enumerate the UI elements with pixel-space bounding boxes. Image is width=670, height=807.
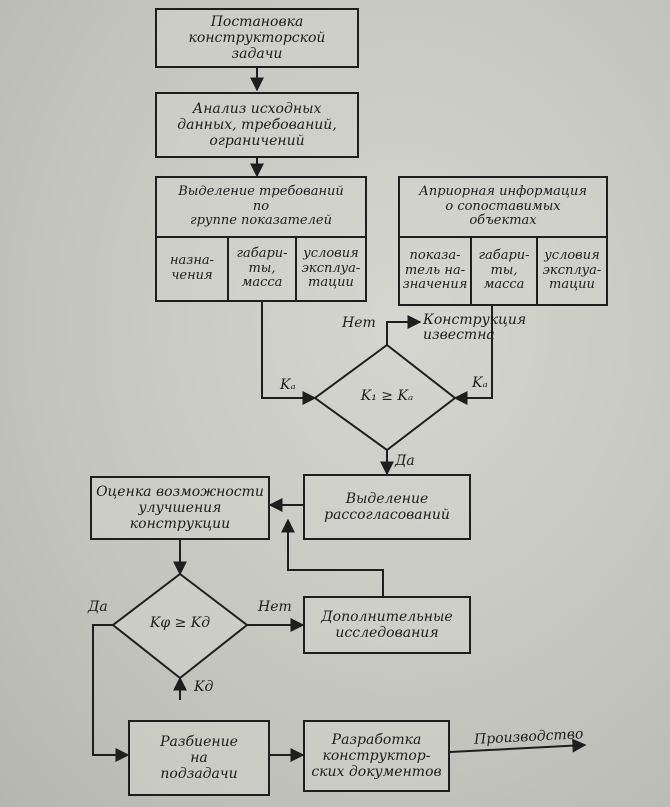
- diamond-1-text: K₁ ≥ Kₐ: [360, 388, 414, 404]
- documents-label: Разработка конструктор- ских документов: [311, 731, 442, 781]
- prior-info-box: Априорная информация о сопоставимых объе…: [398, 176, 608, 306]
- arrow-b7-b5: [281, 518, 384, 596]
- label-construction-known: Конструкция известна: [423, 312, 527, 344]
- improvement-assessment-label: Оценка возможности улучшения конструкции: [96, 483, 264, 533]
- extra-research-label: Дополнительные исследования: [321, 608, 453, 641]
- subtasks-box: Разбиение на подзадачи: [128, 720, 270, 796]
- analysis-label: Анализ исходных данных, требований, огра…: [177, 100, 337, 150]
- mismatch-label: Выделение рассогласований: [324, 490, 450, 523]
- improvement-assessment-box: Оценка возможности улучшения конструкции: [90, 476, 270, 540]
- label-no-2: Нет: [258, 599, 292, 615]
- subtasks-label: Разбиение на подзадачи: [160, 733, 238, 783]
- requirements-cell-purpose: назна- чения: [157, 238, 229, 300]
- extra-research-box: Дополнительные исследования: [303, 596, 471, 654]
- label-yes-2: Да: [88, 599, 108, 615]
- prior-info-cell-conditions: условия эксплуа- тации: [542, 247, 602, 293]
- label-kd: Kд: [194, 679, 214, 695]
- diamond-2-text: Kφ ≥ Kд: [149, 615, 211, 631]
- label-yes-1: Да: [395, 453, 415, 469]
- task-statement-box: Постановка конструкторской задачи: [155, 8, 359, 68]
- label-no-1: Нет: [342, 315, 376, 331]
- requirements-cell-size: габари- ты, масса: [229, 238, 297, 300]
- requirements-box: Выделение требований по группе показател…: [155, 176, 367, 302]
- requirements-header: Выделение требований по группе показател…: [157, 178, 365, 238]
- arrow-d1-known: [386, 315, 422, 345]
- arrow-b9-production: [449, 738, 587, 753]
- prior-info-header: Априорная информация о сопоставимых объе…: [400, 178, 606, 238]
- label-ka-left: Kₐ: [280, 377, 296, 393]
- label-ka-right: Kₐ: [472, 375, 488, 391]
- task-statement-label: Постановка конструкторской задачи: [188, 13, 326, 63]
- analysis-box: Анализ исходных данных, требований, огра…: [155, 92, 359, 158]
- prior-info-cell-purpose: показа- тель на- значения: [400, 238, 472, 304]
- mismatch-box: Выделение рассогласований: [303, 474, 471, 540]
- arrow-b3-d1: [261, 302, 317, 405]
- decision-diamond-2: [111, 572, 249, 680]
- documents-box: Разработка конструктор- ских документов: [303, 720, 450, 792]
- requirements-cell-conditions: условия эксплуа- тации: [301, 245, 361, 291]
- prior-info-cell-size: габари- ты, масса: [472, 238, 538, 304]
- arrow-b4-d1: [453, 306, 493, 405]
- arrow-d2-b8: [92, 624, 130, 762]
- decision-diamond-1: [313, 343, 457, 452]
